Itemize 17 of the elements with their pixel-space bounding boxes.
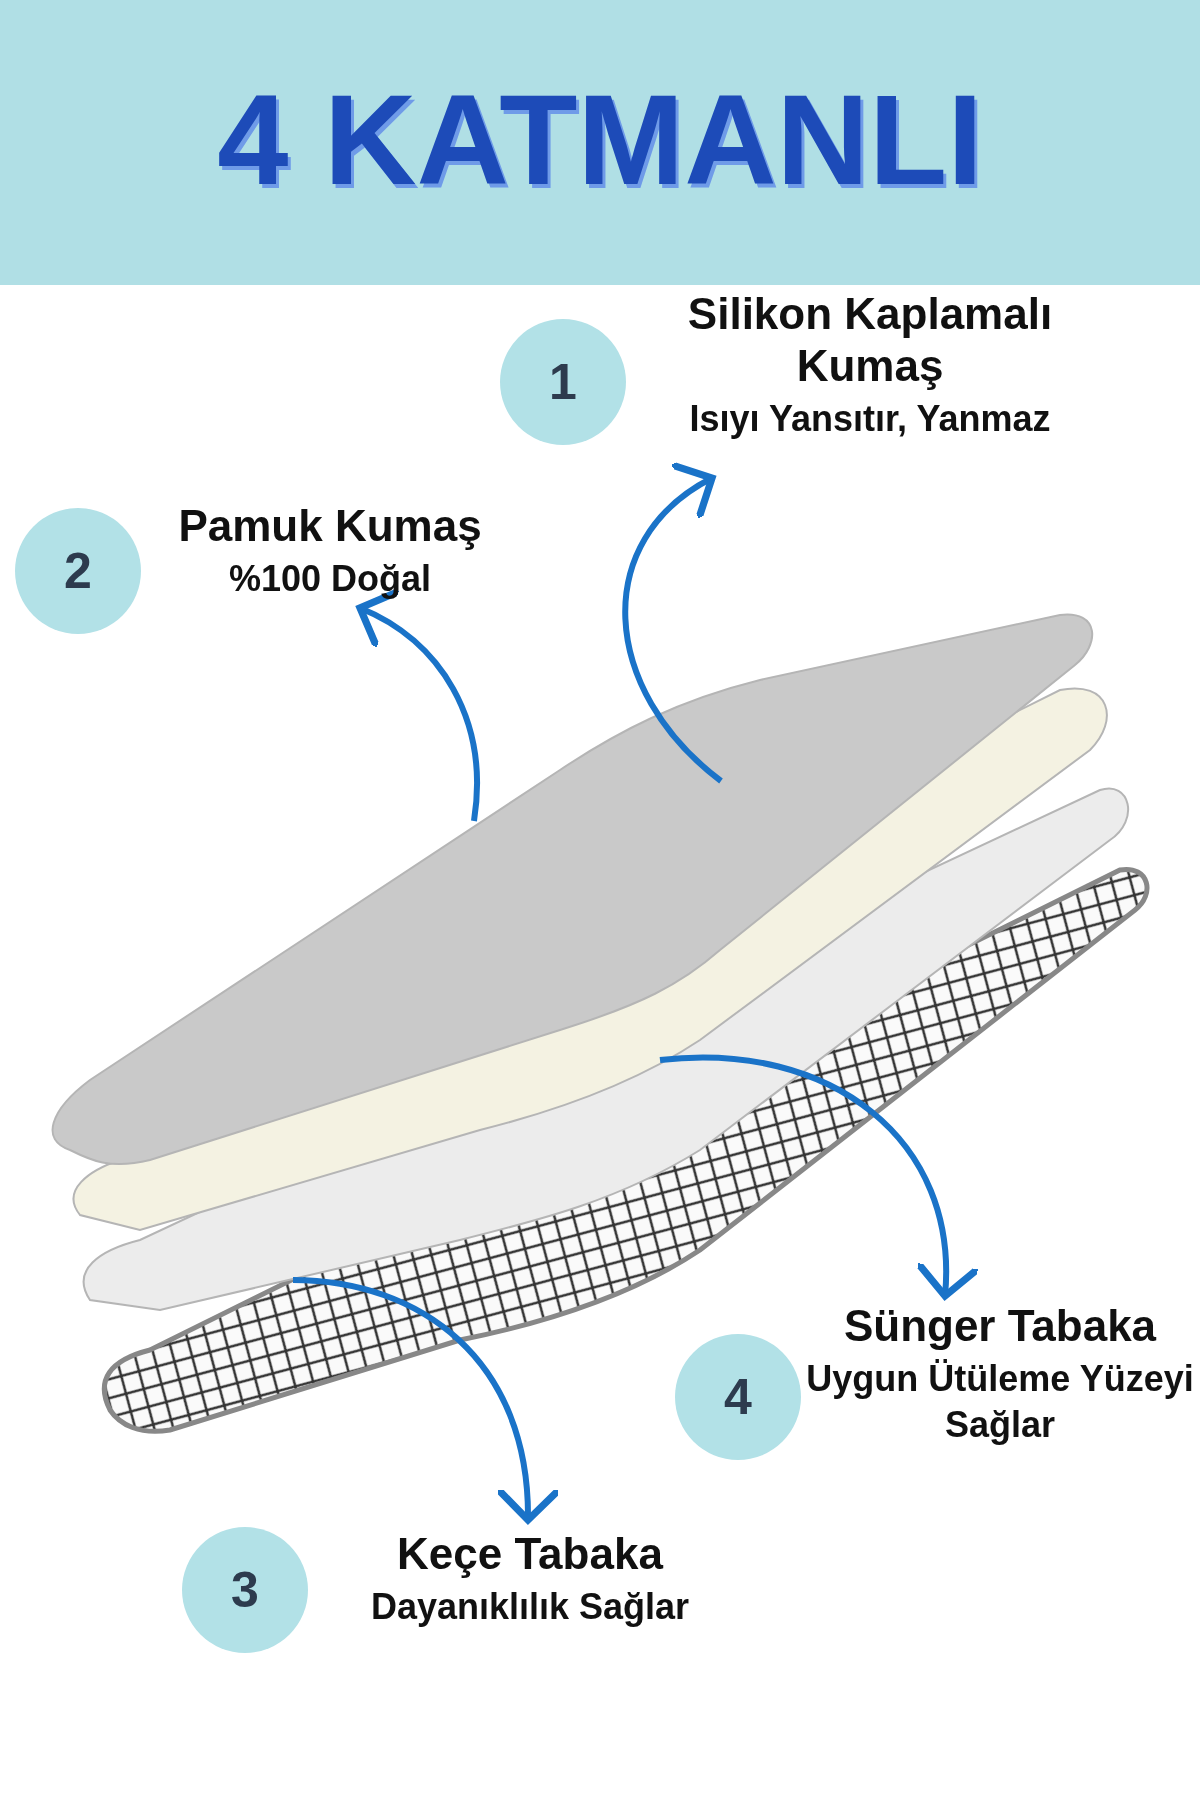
arrow — [622, 464, 723, 784]
layer-title: Silikon Kaplamalı Kumaş — [686, 288, 1054, 392]
layer-title: Keçe Tabaka — [396, 1528, 665, 1580]
silicone-layer-drawing — [51, 613, 1094, 1166]
arrow — [292, 1277, 561, 1524]
number-circle: 2 — [15, 508, 141, 634]
layer-description: Dayanıklılık Sağlar — [369, 1585, 691, 1629]
number-circle: 1 — [500, 319, 626, 445]
layer-description: %100 Doğal — [227, 557, 433, 601]
layer-title: Sünger Tabaka — [842, 1300, 1158, 1352]
layer-description: Uygun Ütüleme Yüzeyi Sağlar — [805, 1357, 1195, 1447]
layer-description: Isıyı Yansıtır, Yanmaz — [688, 397, 1052, 441]
arrow — [356, 589, 480, 822]
number-circle: 3 — [182, 1527, 308, 1653]
layer-title: Pamuk Kumaş — [177, 500, 483, 552]
page-title: 4 KATMANLI — [216, 70, 984, 210]
number-circle: 4 — [675, 1334, 801, 1460]
